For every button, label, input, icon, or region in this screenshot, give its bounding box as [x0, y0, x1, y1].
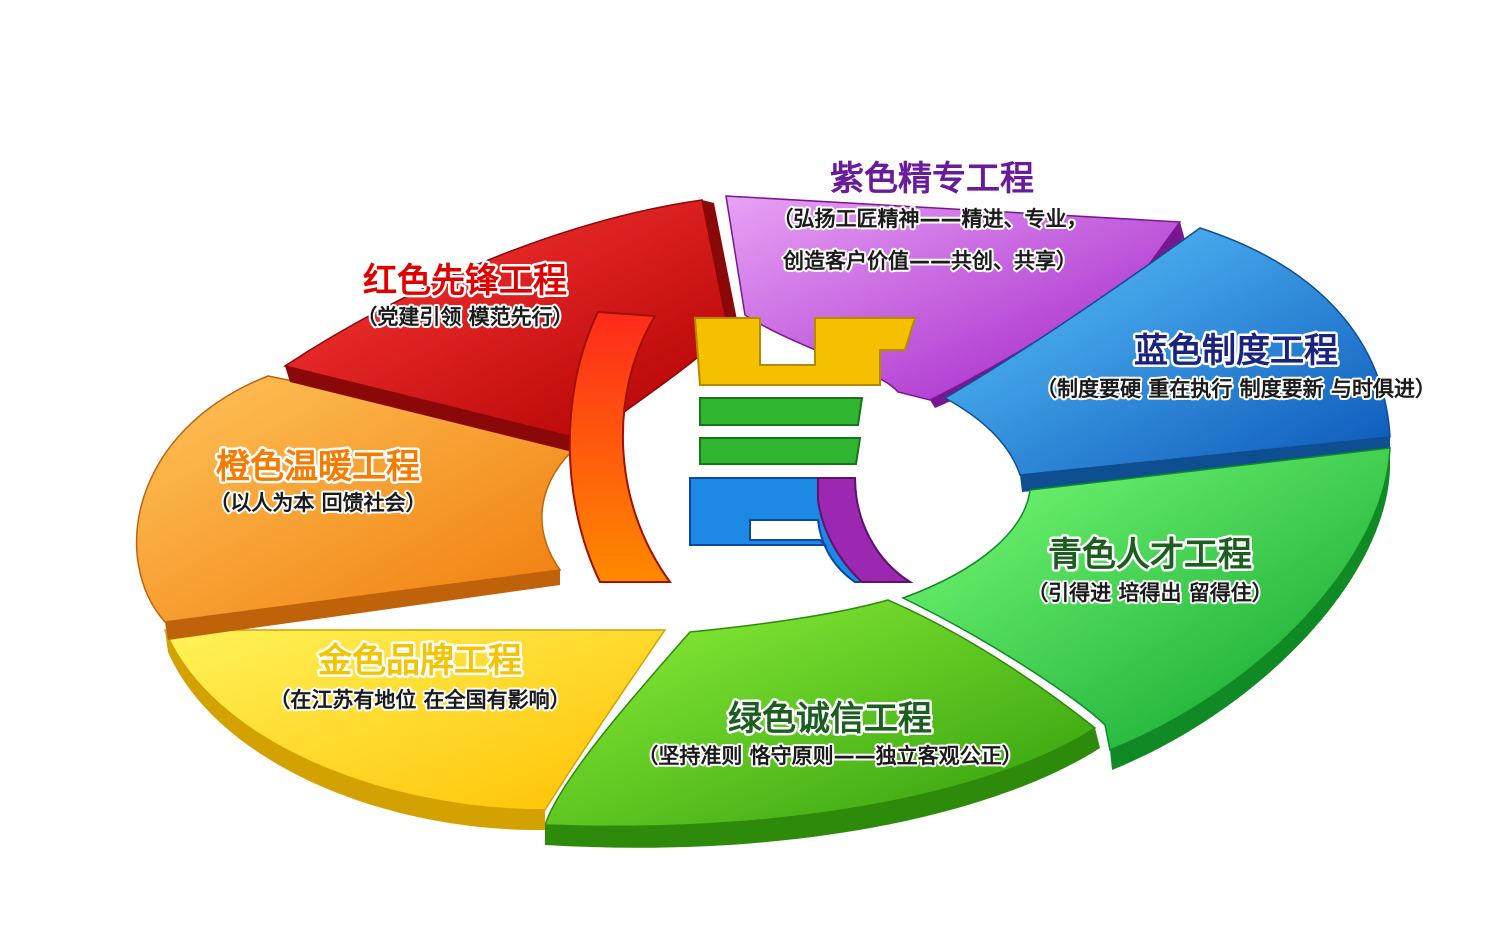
label-blue-title: 蓝色制度工程 — [1134, 331, 1338, 371]
label-blue: 蓝色制度工程 （制度要硬 重在执行 制度要新 与时俱进） — [1034, 329, 1438, 404]
label-red-subtitle: （党建引领 模范先行） — [356, 305, 573, 329]
label-orange-title: 橙色温暖工程 — [216, 447, 420, 487]
label-orange: 橙色温暖工程 （以人为本 回馈社会） — [207, 445, 428, 518]
label-purple-title: 紫色精专工程 — [830, 159, 1034, 199]
label-green-title: 绿色诚信工程 — [728, 699, 932, 739]
segment-green-face — [543, 599, 1097, 828]
center-logo-yan — [568, 310, 917, 583]
label-purple-subtitle: （弘扬工匠精神——精进、专业， — [773, 207, 1088, 231]
segment-purple-side — [930, 222, 1185, 408]
ring-segments — [135, 195, 1391, 848]
segment-green-side — [545, 728, 1100, 848]
label-gold: 金色品牌工程 （在江苏有地位 在全国有影响） — [267, 639, 572, 715]
segment-cyan — [901, 447, 1391, 770]
segment-gold — [163, 629, 667, 831]
label-cyan-title: 青色人才工程 — [1048, 535, 1252, 575]
label-green-subtitle: （坚持准则 恪守原则——独立客观公正） — [637, 744, 1022, 768]
label-orange-subtitle: （以人为本 回馈社会） — [209, 491, 426, 515]
label-gold-title: 金色品牌工程 — [317, 641, 522, 681]
segment-orange-side — [165, 570, 560, 640]
label-purple: 紫色精专工程 （弘扬工匠精神——精进、专业， 创造客户价值——共创、共享） — [771, 157, 1090, 276]
label-gold-subtitle: （在江苏有地位 在全国有影响） — [269, 688, 570, 712]
logo-stripe-green-2 — [699, 437, 862, 465]
label-purple-subtitle-line2: 创造客户价值——共创、共享） — [782, 249, 1077, 273]
segment-cyan-face — [901, 447, 1391, 752]
segment-orange — [135, 375, 587, 640]
logo-base-right — [817, 477, 914, 583]
label-cyan: 青色人才工程 （引得进 培得出 留得住） — [1025, 533, 1275, 608]
segment-orange-face — [135, 375, 587, 623]
segment-gold-face — [163, 629, 667, 811]
logo-stripe-green-1 — [699, 397, 864, 426]
label-blue-subtitle: （制度要硬 重在执行 制度要新 与时俱进） — [1036, 377, 1436, 401]
label-cyan-subtitle: （引得进 培得出 留得住） — [1027, 581, 1273, 605]
segment-labels: 紫色精专工程 （弘扬工匠精神——精进、专业， 创造客户价值——共创、共享） 蓝色制度工… — [207, 157, 1438, 771]
segment-blue — [943, 227, 1391, 492]
segment-gold-side — [165, 630, 545, 831]
segment-blue-side — [1020, 437, 1390, 492]
logo-left-bracket — [568, 310, 672, 583]
label-green: 绿色诚信工程 （坚持准则 恪守原则——独立客观公正） — [635, 697, 1024, 771]
label-red: 红色先锋工程 （党建引领 模范先行） — [354, 259, 575, 332]
segment-blue-face — [943, 227, 1391, 476]
segment-green — [543, 599, 1100, 848]
logo-crown — [693, 317, 917, 386]
label-red-title: 红色先锋工程 — [363, 261, 567, 301]
